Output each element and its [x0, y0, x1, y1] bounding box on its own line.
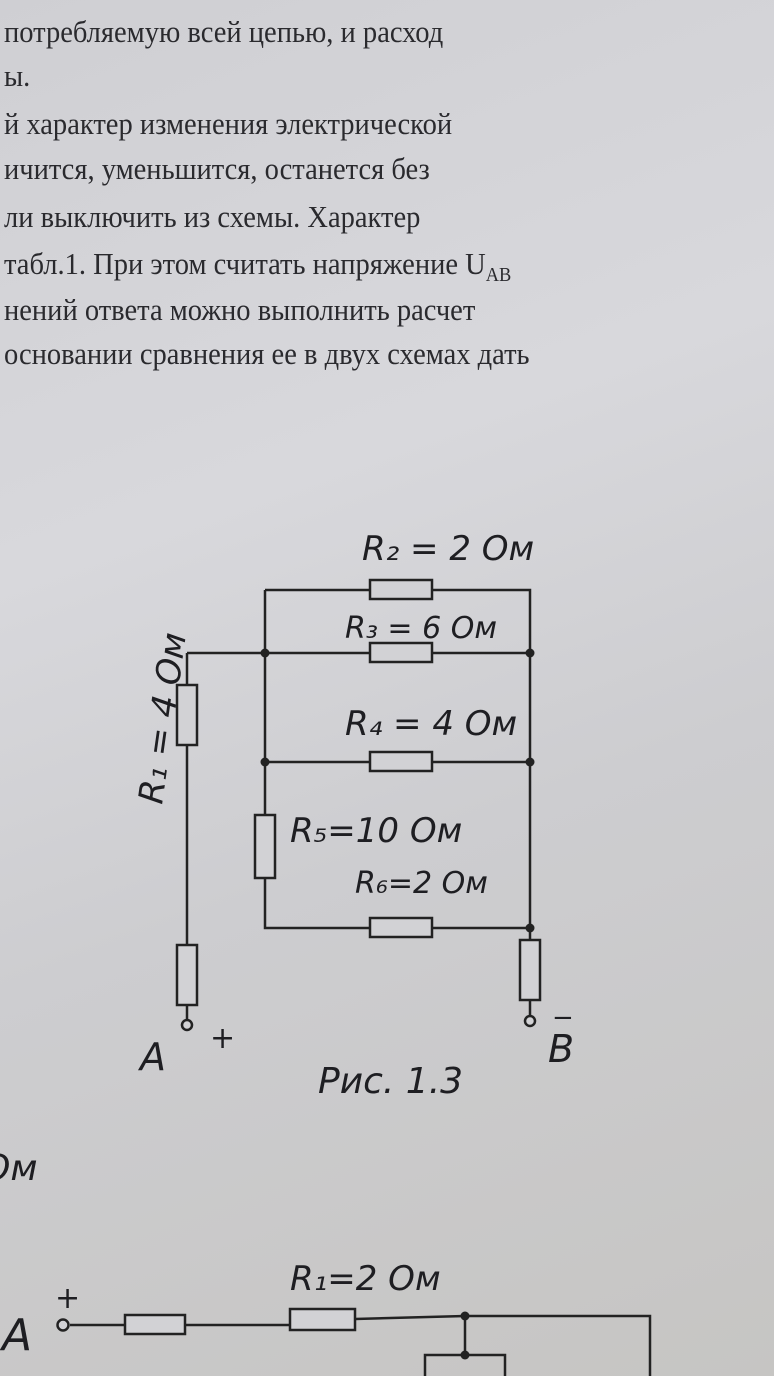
label-r5: R₅=10 Ом	[290, 811, 462, 851]
figure2-fuse	[123, 1313, 187, 1336]
figure-1-nodes	[260, 648, 535, 933]
terminal-a-sign: +	[210, 1021, 235, 1056]
figure-1-wires	[185, 588, 532, 1020]
resistor-r5	[253, 813, 277, 880]
figure-1-components	[175, 578, 542, 1032]
terminal-b	[523, 1014, 537, 1028]
resistor-r1	[175, 683, 199, 747]
wire-frame	[263, 588, 532, 940]
terminal-a-label: A	[137, 1035, 166, 1079]
label-r2: R₂ = 2 Ом	[362, 529, 534, 569]
terminal-b-sign: −	[552, 1003, 574, 1033]
resistor-r3	[368, 641, 434, 664]
figure2-label-r1: R₁=2 Ом	[290, 1259, 441, 1299]
text-line-8: основании сравнения ее в двух схемах дат…	[4, 336, 530, 371]
figure2-resistor-r1	[288, 1307, 357, 1332]
fuse-b	[518, 938, 542, 1002]
label-r3: R₃ = 6 Ом	[345, 611, 497, 646]
figure2-terminal	[56, 1318, 70, 1332]
text-line-6-wrap: табл.1. При этом считать напряжение UAB	[4, 246, 511, 287]
figure-2-wires	[70, 1314, 652, 1376]
figure-2-nodes	[460, 1311, 470, 1360]
fuse-a	[175, 943, 199, 1007]
terminal-b-label: B	[548, 1027, 574, 1071]
figure-2-components	[56, 1307, 357, 1336]
text-line-2: ы.	[4, 58, 31, 93]
text-line-6: табл.1. При этом считать напряжение U	[4, 246, 486, 281]
uab-subscript: AB	[485, 264, 512, 287]
text-line-4: ичится, уменьшится, останется без	[4, 151, 430, 186]
terminal-a	[180, 1018, 194, 1032]
resistor-r6	[368, 916, 434, 939]
resistor-r4	[368, 750, 434, 773]
label-r6: R₆=2 Ом	[355, 866, 488, 901]
text-line-1: потребляемую всей цепью, и расход	[4, 14, 444, 49]
figure-caption: Рис. 1.3	[318, 1061, 463, 1102]
label-r4: R₄ = 4 Ом	[345, 704, 517, 744]
text-line-5: ли выключить из схемы. Характер	[4, 199, 421, 234]
text-line-3: й характер изменения электрической	[4, 106, 453, 141]
resistor-r2	[368, 578, 434, 601]
figure2-terminal-a-sign: +	[55, 1281, 80, 1316]
fragment-left: Ом	[0, 1148, 38, 1189]
figure2-terminal-a: A	[0, 1310, 32, 1361]
text-line-7: нений ответа можно выполнить расчет	[4, 292, 476, 327]
